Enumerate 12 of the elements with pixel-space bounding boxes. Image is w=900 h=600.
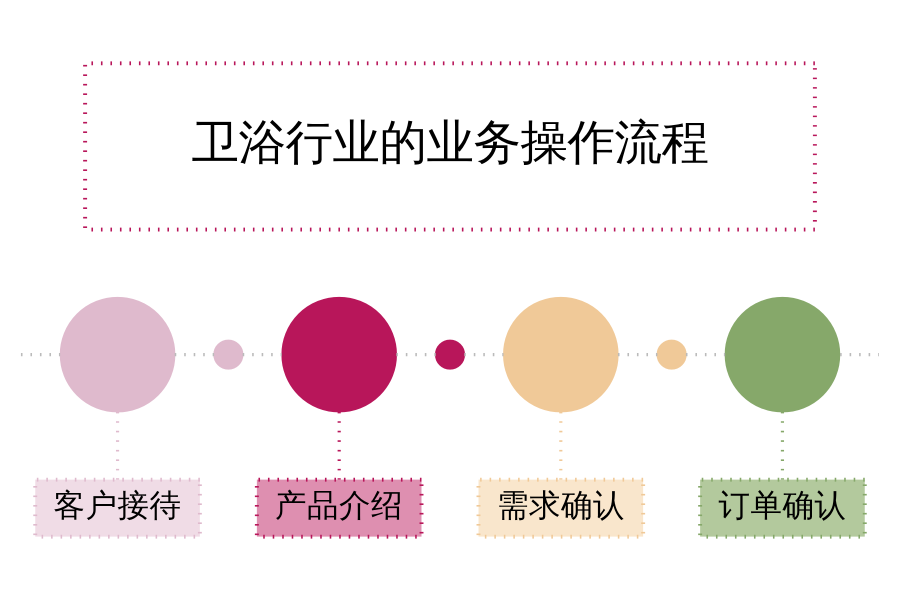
- node-circle: [724, 296, 840, 412]
- node-box: 需求确认: [476, 478, 646, 539]
- node-box: 卫浴行业的业务操作流程: [83, 61, 817, 232]
- node-circle: [60, 296, 176, 412]
- node-box: 订单确认: [698, 478, 867, 539]
- node-box: 客户接待: [33, 478, 202, 539]
- node-circle: [503, 296, 619, 412]
- node-circle: [434, 340, 466, 370]
- node-circle: [281, 296, 397, 412]
- node-circle: [213, 340, 244, 370]
- node-box: 产品介绍: [254, 478, 424, 539]
- node-circle: [656, 340, 687, 370]
